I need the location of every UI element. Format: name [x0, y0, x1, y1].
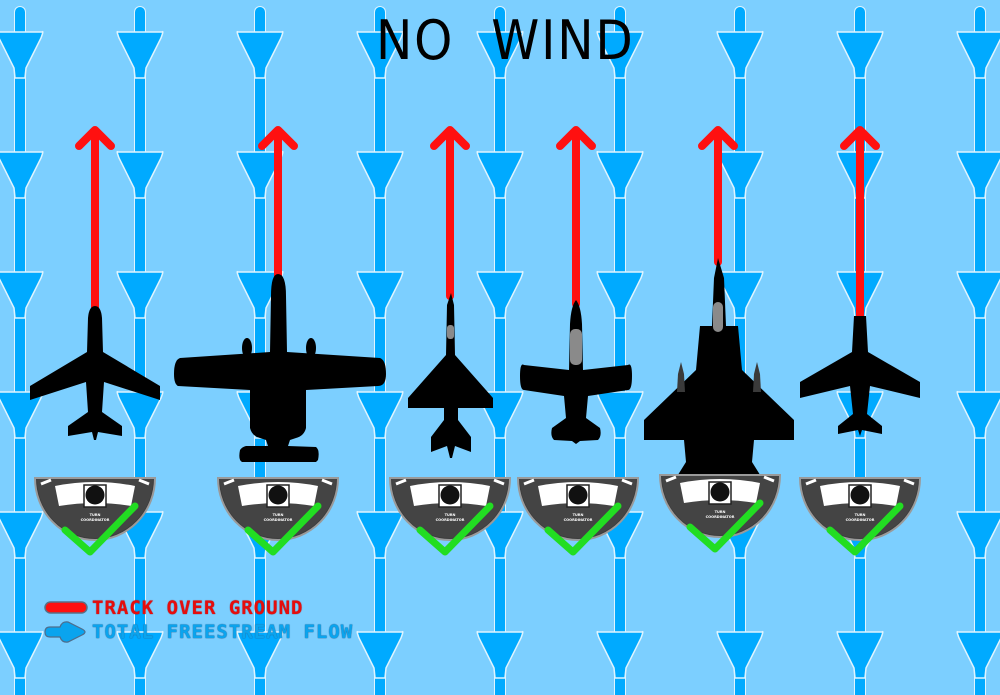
turn-coordinator-icon: [798, 476, 922, 542]
flow-arrowhead-icon: [0, 510, 44, 559]
legend-label-flow: TOTAL FREESTREAM FLOW: [92, 621, 354, 643]
flow-arrowhead-icon: [596, 150, 644, 199]
flow-arrowhead-icon: [836, 630, 884, 679]
flow-arrowhead-icon: [0, 150, 44, 199]
flow-arrowhead-icon: [476, 630, 524, 679]
legend-item-track: TRACK OVER GROUND: [44, 596, 353, 620]
blue-flow-arrow-icon: [44, 621, 86, 643]
flow-line: [0, 6, 44, 695]
freestream-flow-lines: [0, 6, 1000, 695]
track-arrow-icon: [258, 126, 298, 280]
flow-arrowhead-icon: [956, 30, 1000, 79]
turn-coordinator-icon: [216, 476, 340, 542]
red-track-line-icon: [44, 601, 88, 614]
track-arrow-icon: [430, 126, 470, 300]
flow-arrowhead-icon: [716, 630, 764, 679]
track-arrow-icon: [698, 126, 738, 266]
legend: TRACK OVER GROUND TOTAL FREESTREAM FLOW: [44, 596, 353, 644]
flow-arrowhead-icon: [0, 630, 44, 679]
flow-arrowhead-icon: [476, 150, 524, 199]
track-arrow-icon: [840, 126, 880, 324]
aircraft-twin-tail-fighter-icon: [644, 258, 794, 478]
flow-arrowhead-icon: [956, 390, 1000, 439]
aircraft-swept-wing-fighter-1-icon: [30, 306, 160, 440]
flow-arrowhead-icon: [236, 30, 284, 79]
flow-arrowhead-icon: [596, 270, 644, 319]
turn-coordinator-gauge: [658, 473, 782, 549]
flow-arrowhead-icon: [0, 30, 44, 79]
flow-arrowhead-icon: [356, 270, 404, 319]
turn-coordinator-gauge: [798, 476, 922, 552]
flow-line: [116, 6, 164, 695]
flow-arrowhead-icon: [116, 30, 164, 79]
flow-arrowhead-icon: [116, 270, 164, 319]
flow-arrowhead-icon: [956, 270, 1000, 319]
flow-line: [356, 6, 404, 695]
aircraft-straight-wing-attack-icon: [174, 274, 386, 462]
flow-arrowhead-icon: [956, 150, 1000, 199]
flow-arrowhead-icon: [356, 510, 404, 559]
turn-coordinator-gauges: [33, 473, 922, 552]
track-arrow-icon: [556, 126, 596, 308]
turn-coordinator-icon: [658, 473, 782, 539]
aircraft-swept-wing-fighter-2-icon: [800, 316, 920, 436]
flow-arrowhead-icon: [956, 630, 1000, 679]
aircraft-delta-wing-fighter-icon: [408, 293, 493, 458]
legend-label-track: TRACK OVER GROUND: [92, 597, 304, 619]
flow-arrowhead-icon: [596, 390, 644, 439]
flow-arrowhead-icon: [356, 390, 404, 439]
legend-item-flow: TOTAL FREESTREAM FLOW: [44, 620, 353, 644]
aircraft-silhouettes: [30, 258, 920, 478]
track-over-ground-lines: [75, 126, 880, 324]
flow-arrowhead-icon: [116, 150, 164, 199]
flow-line: [476, 6, 524, 695]
flow-arrowhead-icon: [0, 270, 44, 319]
flow-arrowhead-icon: [0, 390, 44, 439]
flow-arrowhead-icon: [356, 150, 404, 199]
page-title: NO WIND: [376, 9, 635, 72]
flow-arrowhead-icon: [716, 30, 764, 79]
flow-arrowhead-icon: [356, 630, 404, 679]
flow-line: [956, 6, 1000, 695]
flow-arrowhead-icon: [716, 150, 764, 199]
aircraft-straight-wing-trainer-icon: [520, 300, 632, 444]
turn-coordinator-gauge: [216, 476, 340, 552]
flow-arrowhead-icon: [476, 270, 524, 319]
track-arrow-icon: [75, 126, 115, 313]
flow-arrowhead-icon: [956, 510, 1000, 559]
flow-line: [596, 6, 644, 695]
flow-arrowhead-icon: [596, 630, 644, 679]
flow-arrowhead-icon: [836, 30, 884, 79]
